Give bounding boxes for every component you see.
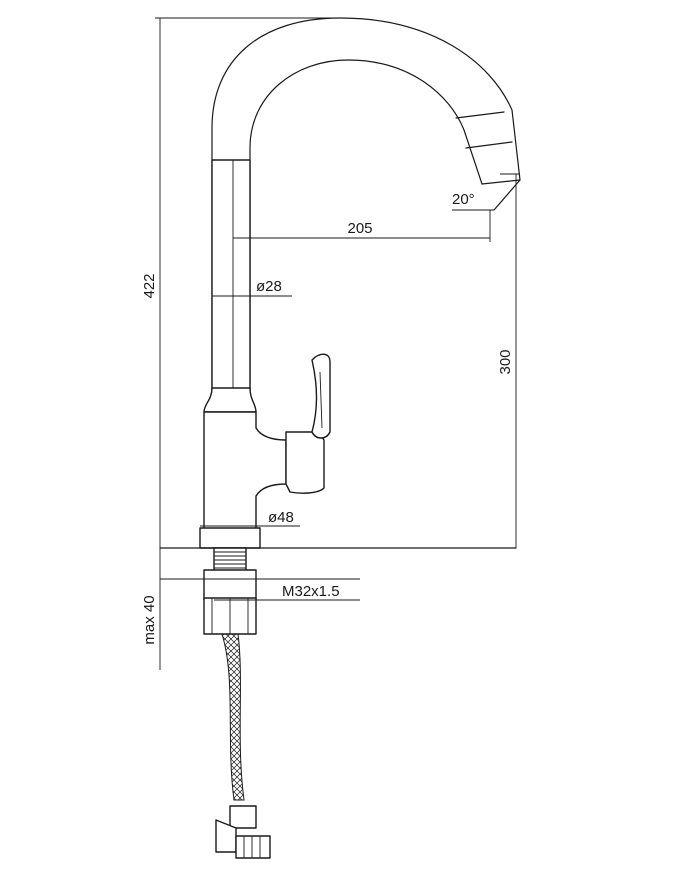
label-spout-diameter: ø28 — [256, 278, 282, 295]
hose-end-fitting — [215, 805, 271, 859]
braided-hose — [221, 633, 245, 801]
label-spout-angle: 20° — [452, 191, 475, 208]
threaded-shank — [203, 547, 257, 635]
body-collar — [203, 387, 257, 413]
label-reach: 205 — [347, 220, 372, 237]
body-base — [199, 527, 261, 549]
spout-lower-tube — [211, 159, 251, 391]
label-body-diameter: ø48 — [268, 509, 294, 526]
label-outlet-height: 300 — [497, 349, 514, 374]
spout-tip — [455, 111, 521, 211]
label-thread: M32x1.5 — [282, 583, 340, 600]
label-max-thickness: max 40 — [141, 595, 158, 644]
dimension-lines — [155, 17, 520, 670]
faucet-body — [159, 17, 521, 859]
spout-inner-curve — [249, 59, 483, 389]
lever-handle — [285, 431, 325, 494]
label-total-height: 422 — [141, 273, 158, 298]
